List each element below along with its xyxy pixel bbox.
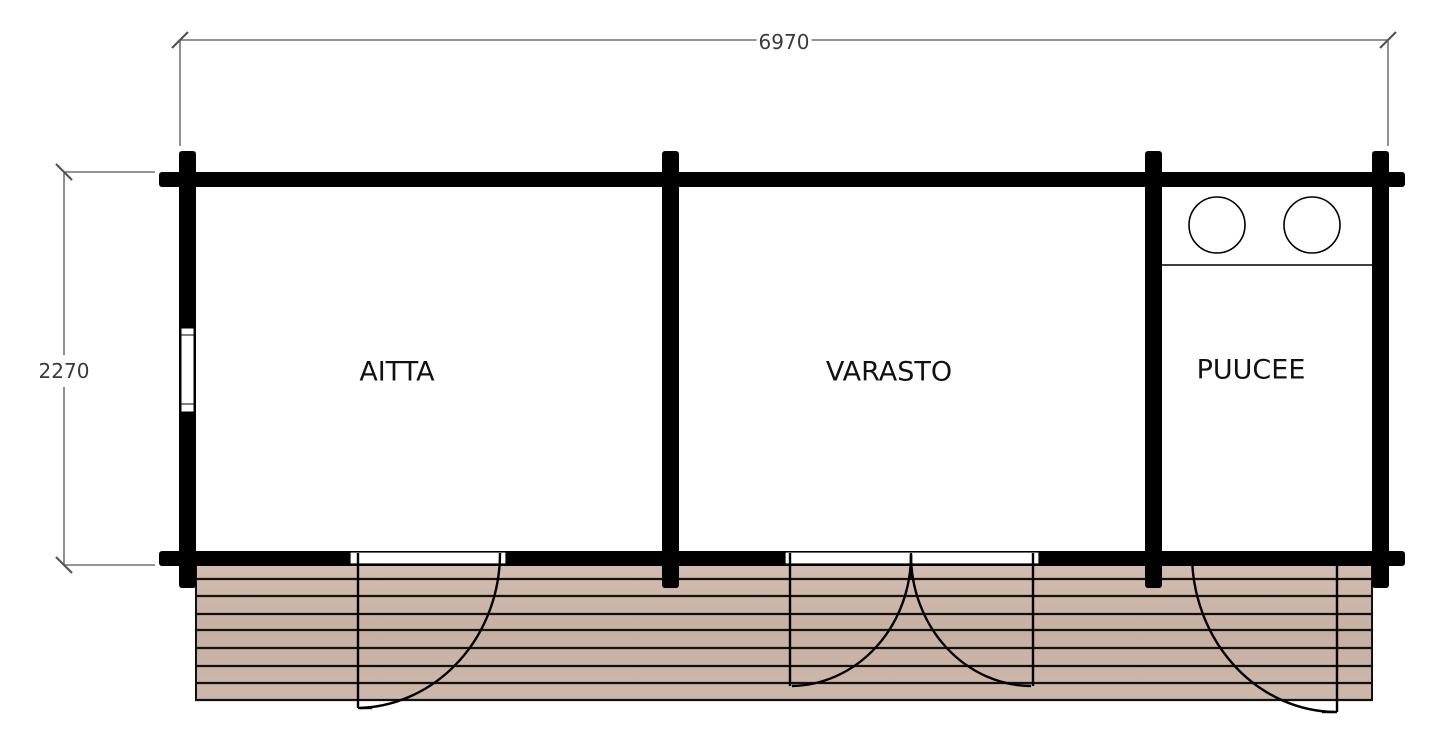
room-label-varasto: VARASTO xyxy=(825,356,953,388)
door-puucee xyxy=(1190,553,1339,714)
wall-top xyxy=(159,172,1405,187)
wall-bottom xyxy=(159,551,1405,566)
toilet-seat-2 xyxy=(1283,196,1341,254)
room-label-puucee: PUUCEE xyxy=(1196,354,1306,386)
dimension-height-label: 2270 xyxy=(38,355,90,387)
toilet-seat-1 xyxy=(1188,196,1246,254)
door-aitta xyxy=(356,552,502,710)
window-left xyxy=(180,327,195,413)
wall-right xyxy=(1372,151,1389,588)
terrace-deck xyxy=(195,565,1373,702)
deck-plank-lines xyxy=(195,577,1372,702)
room-label-aitta: AITTA xyxy=(359,356,435,388)
wall-varasto-puucee xyxy=(1145,151,1162,588)
toilet-bench xyxy=(1162,196,1372,266)
door-varasto-double xyxy=(788,553,1035,688)
wall-aitta-varasto xyxy=(662,151,679,588)
dimension-width-label: 6970 xyxy=(756,30,812,54)
